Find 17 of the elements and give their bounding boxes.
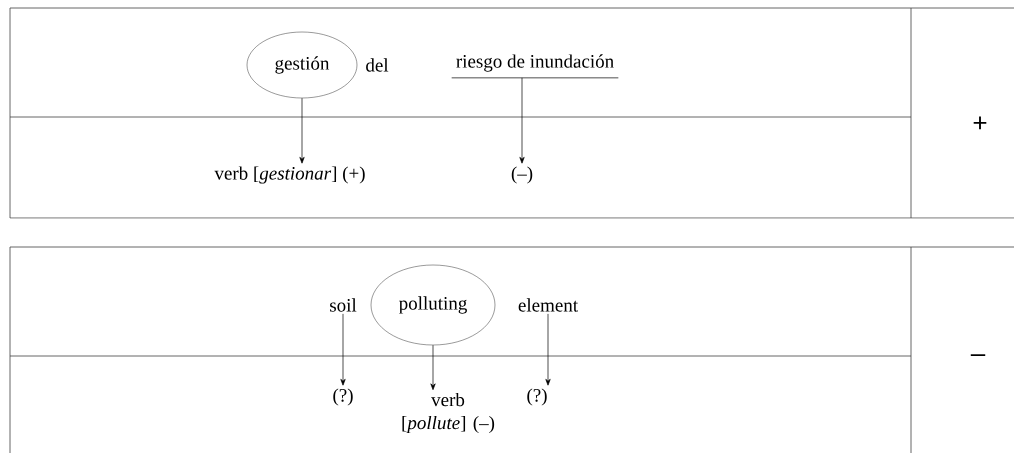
circled-word: gestión [246, 31, 358, 99]
arrow [519, 77, 525, 164]
arrow [340, 313, 346, 386]
arrow [430, 344, 436, 391]
word: element [518, 298, 578, 312]
arrow [299, 97, 305, 164]
word: verb [gestionar] (+) [214, 166, 365, 184]
arrow [545, 313, 551, 386]
sign: + [973, 116, 987, 130]
circled-word: polluting [370, 264, 496, 346]
word: verb [pollute] (–) [402, 392, 495, 434]
underlined-phrase: riesgo de inundación [451, 54, 619, 79]
word: (–) [511, 166, 533, 184]
word: soil [330, 298, 357, 312]
word: (?) [527, 388, 547, 406]
word: (?) [333, 388, 353, 406]
sign: – [970, 354, 986, 356]
